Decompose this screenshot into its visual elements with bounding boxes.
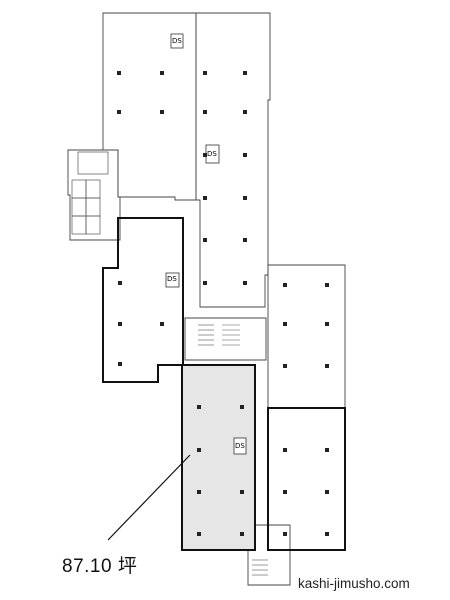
- stairs-south: [252, 559, 268, 576]
- leased-area: [181, 364, 256, 551]
- duct-space-label: DS: [235, 442, 245, 450]
- duct-space-box: [165, 272, 180, 288]
- west-service-core: [67, 149, 121, 241]
- structural-columns: [117, 71, 329, 536]
- west-service-rooms: [71, 151, 109, 235]
- area-label: 87.10 坪: [62, 556, 138, 577]
- duct-space-box: [170, 33, 184, 49]
- duct-space-label: DS: [207, 150, 217, 158]
- duct-space-label: DS: [172, 37, 182, 45]
- west-block: [102, 217, 184, 383]
- area-leader-line: [107, 454, 191, 541]
- south-east-block: [267, 407, 346, 551]
- center-core: [184, 317, 267, 361]
- stairs-center: [198, 324, 240, 346]
- south-core: [247, 524, 291, 586]
- north-east-wing: [195, 12, 271, 308]
- south-east-wing: [267, 264, 346, 409]
- duct-space-box: [233, 437, 247, 455]
- site-watermark: kashi-jimusho.com: [298, 576, 410, 591]
- duct-space-label: DS: [167, 275, 177, 283]
